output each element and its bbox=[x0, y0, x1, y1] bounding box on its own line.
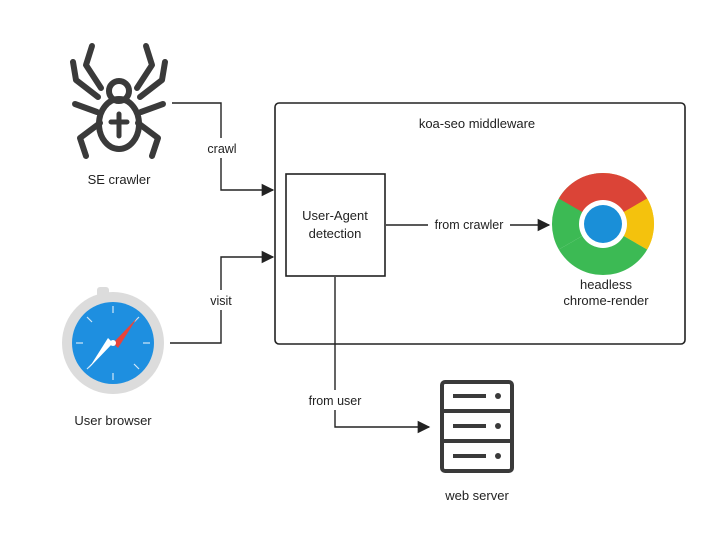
chrome-icon bbox=[551, 172, 655, 276]
se-crawler-label: SE crawler bbox=[88, 172, 152, 187]
chrome-render-label-line2: chrome-render bbox=[563, 293, 649, 308]
edge-label-visit: visit bbox=[210, 294, 232, 308]
chrome-render-label-line1: headless bbox=[580, 277, 633, 292]
spider-icon bbox=[70, 43, 168, 159]
edge-label-from-user: from user bbox=[309, 394, 362, 408]
edge-label-crawl: crawl bbox=[207, 142, 236, 156]
ua-detection-label-line2: detection bbox=[309, 226, 362, 241]
edge-from-user bbox=[334, 277, 431, 434]
user-browser-label: User browser bbox=[74, 413, 152, 428]
web-server-label: web server bbox=[444, 488, 509, 503]
edge-label-from-crawler: from crawler bbox=[435, 218, 504, 232]
compass-browser-icon bbox=[62, 287, 164, 394]
ua-detection-label-line1: User-Agent bbox=[302, 208, 368, 223]
ua-detection-box bbox=[285, 173, 386, 277]
server-icon bbox=[440, 380, 514, 473]
middleware-label: koa-seo middleware bbox=[419, 116, 535, 131]
middleware-box bbox=[274, 102, 686, 345]
